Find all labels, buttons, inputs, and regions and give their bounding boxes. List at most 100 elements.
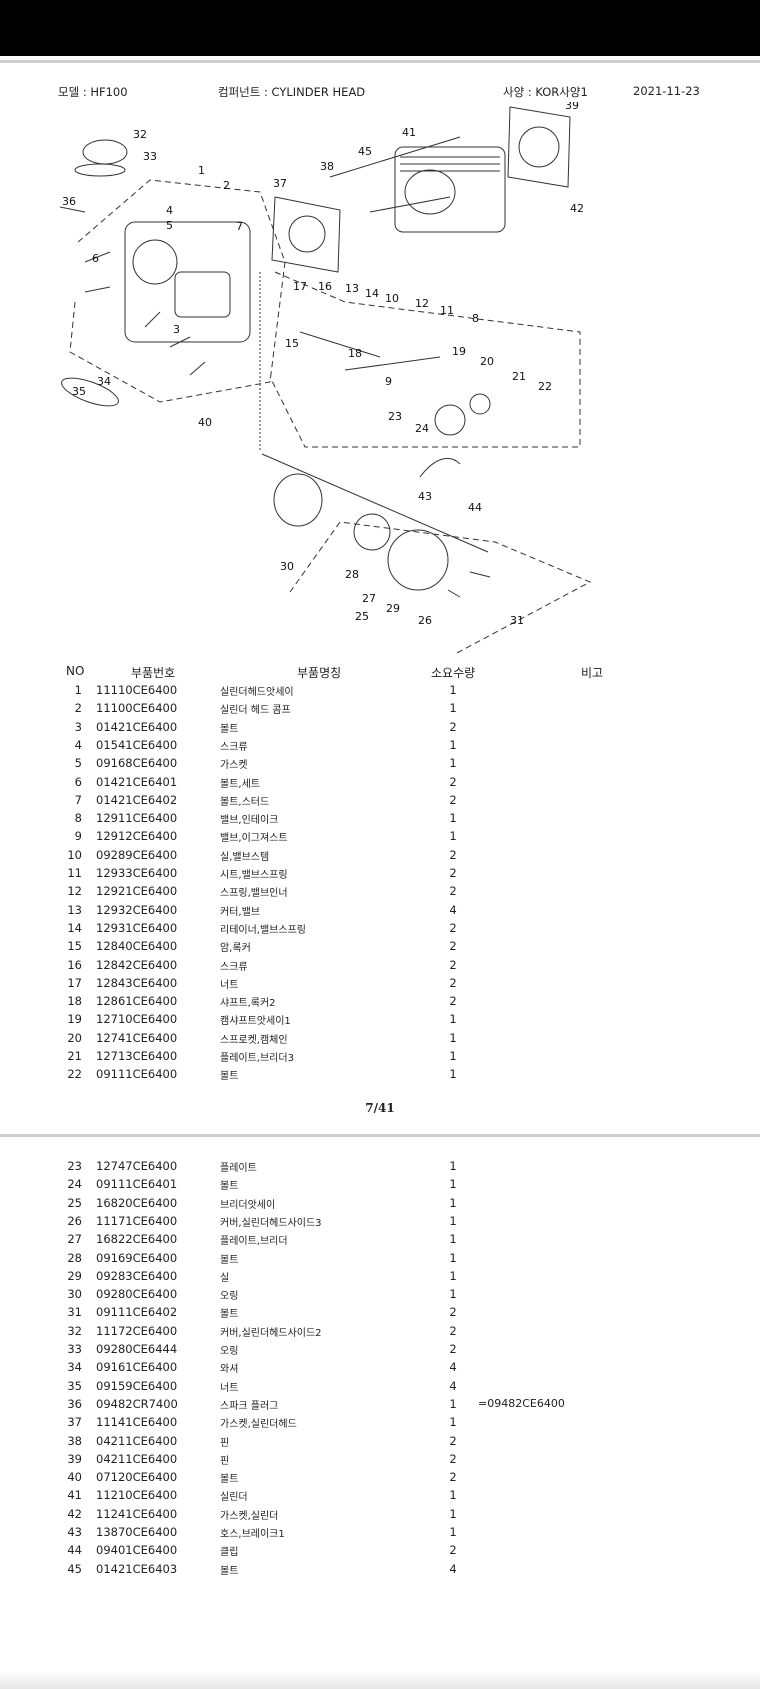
row-number: 40 [67, 1470, 82, 1485]
row-part-number: 09482CR7400 [96, 1396, 178, 1411]
row-part-number: 12921CE6400 [96, 884, 178, 899]
callout-12: 12 [415, 297, 429, 310]
row-quantity: 1 [449, 1287, 457, 1302]
row-number: 33 [67, 1342, 82, 1356]
row-quantity: 1 [449, 1268, 457, 1283]
row-part-name: 밸브,인테이크 [220, 815, 279, 827]
row-part-number: 09159CE6400 [96, 1378, 178, 1393]
row-quantity: 1 [449, 1030, 457, 1045]
head-assembly-outline [69, 179, 286, 403]
row-quantity: 2 [449, 994, 457, 1009]
row-quantity: 4 [449, 902, 457, 917]
row-number: 20 [67, 1030, 82, 1045]
page-break-divider [0, 1134, 760, 1137]
row-part-name: 플레이트,브리더 [220, 1236, 288, 1248]
row-quantity: 1 [449, 1506, 457, 1521]
row-number: 38 [67, 1433, 82, 1448]
row-part-number: 11100CE6400 [96, 701, 178, 716]
callout-41: 41 [402, 126, 416, 139]
valve-train-outline [269, 271, 581, 448]
row-part-name: 스프로켓,캠체인 [220, 1034, 288, 1046]
row-part-name: 핀 [220, 1455, 230, 1467]
row-quantity: 2 [449, 1342, 457, 1356]
row-part-name: 볼트 [220, 1071, 239, 1083]
callout-40: 40 [198, 416, 212, 429]
row-quantity: 2 [449, 1470, 457, 1485]
row-number: 25 [67, 1195, 82, 1210]
row-quantity: 2 [449, 1433, 457, 1448]
callout-8: 8 [472, 312, 479, 325]
row-number: 36 [67, 1396, 82, 1411]
row-number: 2 [74, 701, 82, 716]
row-part-number: 07120CE6400 [96, 1470, 178, 1485]
row-quantity: 1 [449, 756, 457, 771]
callout-27: 27 [362, 592, 376, 605]
callout-34: 34 [97, 375, 111, 388]
callout-25: 25 [355, 610, 369, 623]
row-quantity: 4 [449, 1561, 457, 1576]
row-number: 31 [67, 1305, 82, 1320]
callout-11: 11 [440, 304, 454, 317]
callout-44: 44 [468, 501, 482, 514]
row-quantity: 2 [449, 957, 457, 972]
row-quantity: 2 [449, 792, 457, 807]
row-quantity: 1 [449, 1250, 457, 1265]
row-quantity: 2 [449, 920, 457, 935]
row-part-number: 12861CE6400 [96, 994, 178, 1009]
column-header-part-name: 부품명칭 [297, 666, 342, 680]
row-part-number: 12747CE6400 [96, 1159, 178, 1173]
row-part-number: 09280CE6444 [96, 1342, 178, 1356]
callout-19: 19 [452, 345, 466, 358]
callout-6: 6 [92, 252, 99, 265]
row-quantity: 4 [449, 1378, 457, 1393]
row-part-number: 16820CE6400 [96, 1195, 178, 1210]
row-part-name: 실 [220, 1272, 230, 1284]
row-part-number: 01421CE6401 [96, 774, 178, 789]
row-part-number: 11172CE6400 [96, 1323, 178, 1338]
row-number: 37 [67, 1415, 82, 1430]
callout-28: 28 [345, 568, 359, 581]
row-part-number: 09283CE6400 [96, 1268, 178, 1283]
row-note: =09482CE6400 [478, 1396, 565, 1410]
row-number: 39 [67, 1451, 82, 1466]
row-number: 14 [67, 920, 82, 935]
row-quantity: 1 [449, 1195, 457, 1210]
row-part-name: 가스켓,실린더헤드 [220, 1419, 297, 1431]
row-part-name: 밸브,이그져스트 [220, 833, 288, 845]
row-number: 32 [67, 1323, 82, 1338]
row-part-name: 볼트 [220, 1181, 239, 1193]
row-number: 27 [67, 1232, 82, 1247]
side-cover-bottom-shape [61, 377, 119, 407]
top-status-bar [0, 0, 760, 56]
row-quantity: 2 [449, 1451, 457, 1466]
breather-cover-shape [387, 529, 449, 591]
row-quantity: 4 [449, 1360, 457, 1375]
row-number: 4 [74, 737, 82, 752]
row-part-number: 01541CE6400 [96, 737, 178, 752]
row-quantity: 2 [449, 719, 457, 734]
row-part-name: 호스,브레이크1 [220, 1529, 285, 1540]
callout-7: 7 [236, 220, 243, 233]
row-part-number: 11241CE6400 [96, 1506, 178, 1521]
row-number: 17 [67, 975, 82, 990]
row-part-name: 너트 [220, 979, 239, 991]
callout-5: 5 [166, 219, 173, 232]
callout-33: 33 [143, 150, 157, 163]
